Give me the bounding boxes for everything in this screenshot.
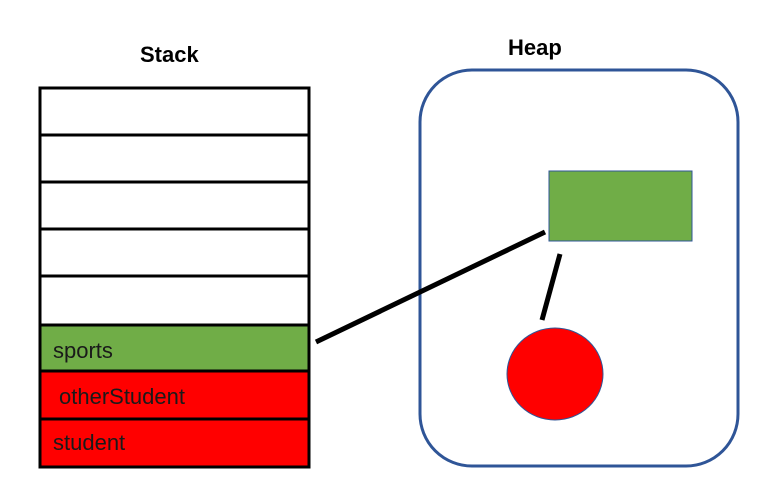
stack-slot-otherstudent bbox=[38, 369, 311, 421]
stack-slot-2 bbox=[38, 133, 311, 184]
reference-line-sports-to-object bbox=[314, 229, 547, 345]
heap-title: Heap bbox=[508, 35, 562, 60]
stack-slot-4 bbox=[38, 227, 311, 278]
stack-slot-sports bbox=[38, 323, 311, 373]
stack-title: Stack bbox=[140, 42, 199, 67]
reference-line-object-to-circle bbox=[539, 253, 563, 321]
stack-slot-label-sports: sports bbox=[53, 338, 113, 363]
heap-object-circle bbox=[506, 327, 604, 421]
stack-column bbox=[38, 86, 311, 469]
stack-slot-label-student: student bbox=[53, 430, 126, 455]
stack-slot-1 bbox=[38, 86, 311, 137]
heap-container bbox=[418, 68, 740, 468]
stack-slot-5 bbox=[38, 274, 311, 327]
stack-slot-label-otherstudent: otherStudent bbox=[59, 384, 185, 409]
heap-object-rectangle bbox=[548, 170, 693, 242]
stack-slot-3 bbox=[38, 180, 311, 231]
stack-slot-student bbox=[38, 417, 311, 469]
